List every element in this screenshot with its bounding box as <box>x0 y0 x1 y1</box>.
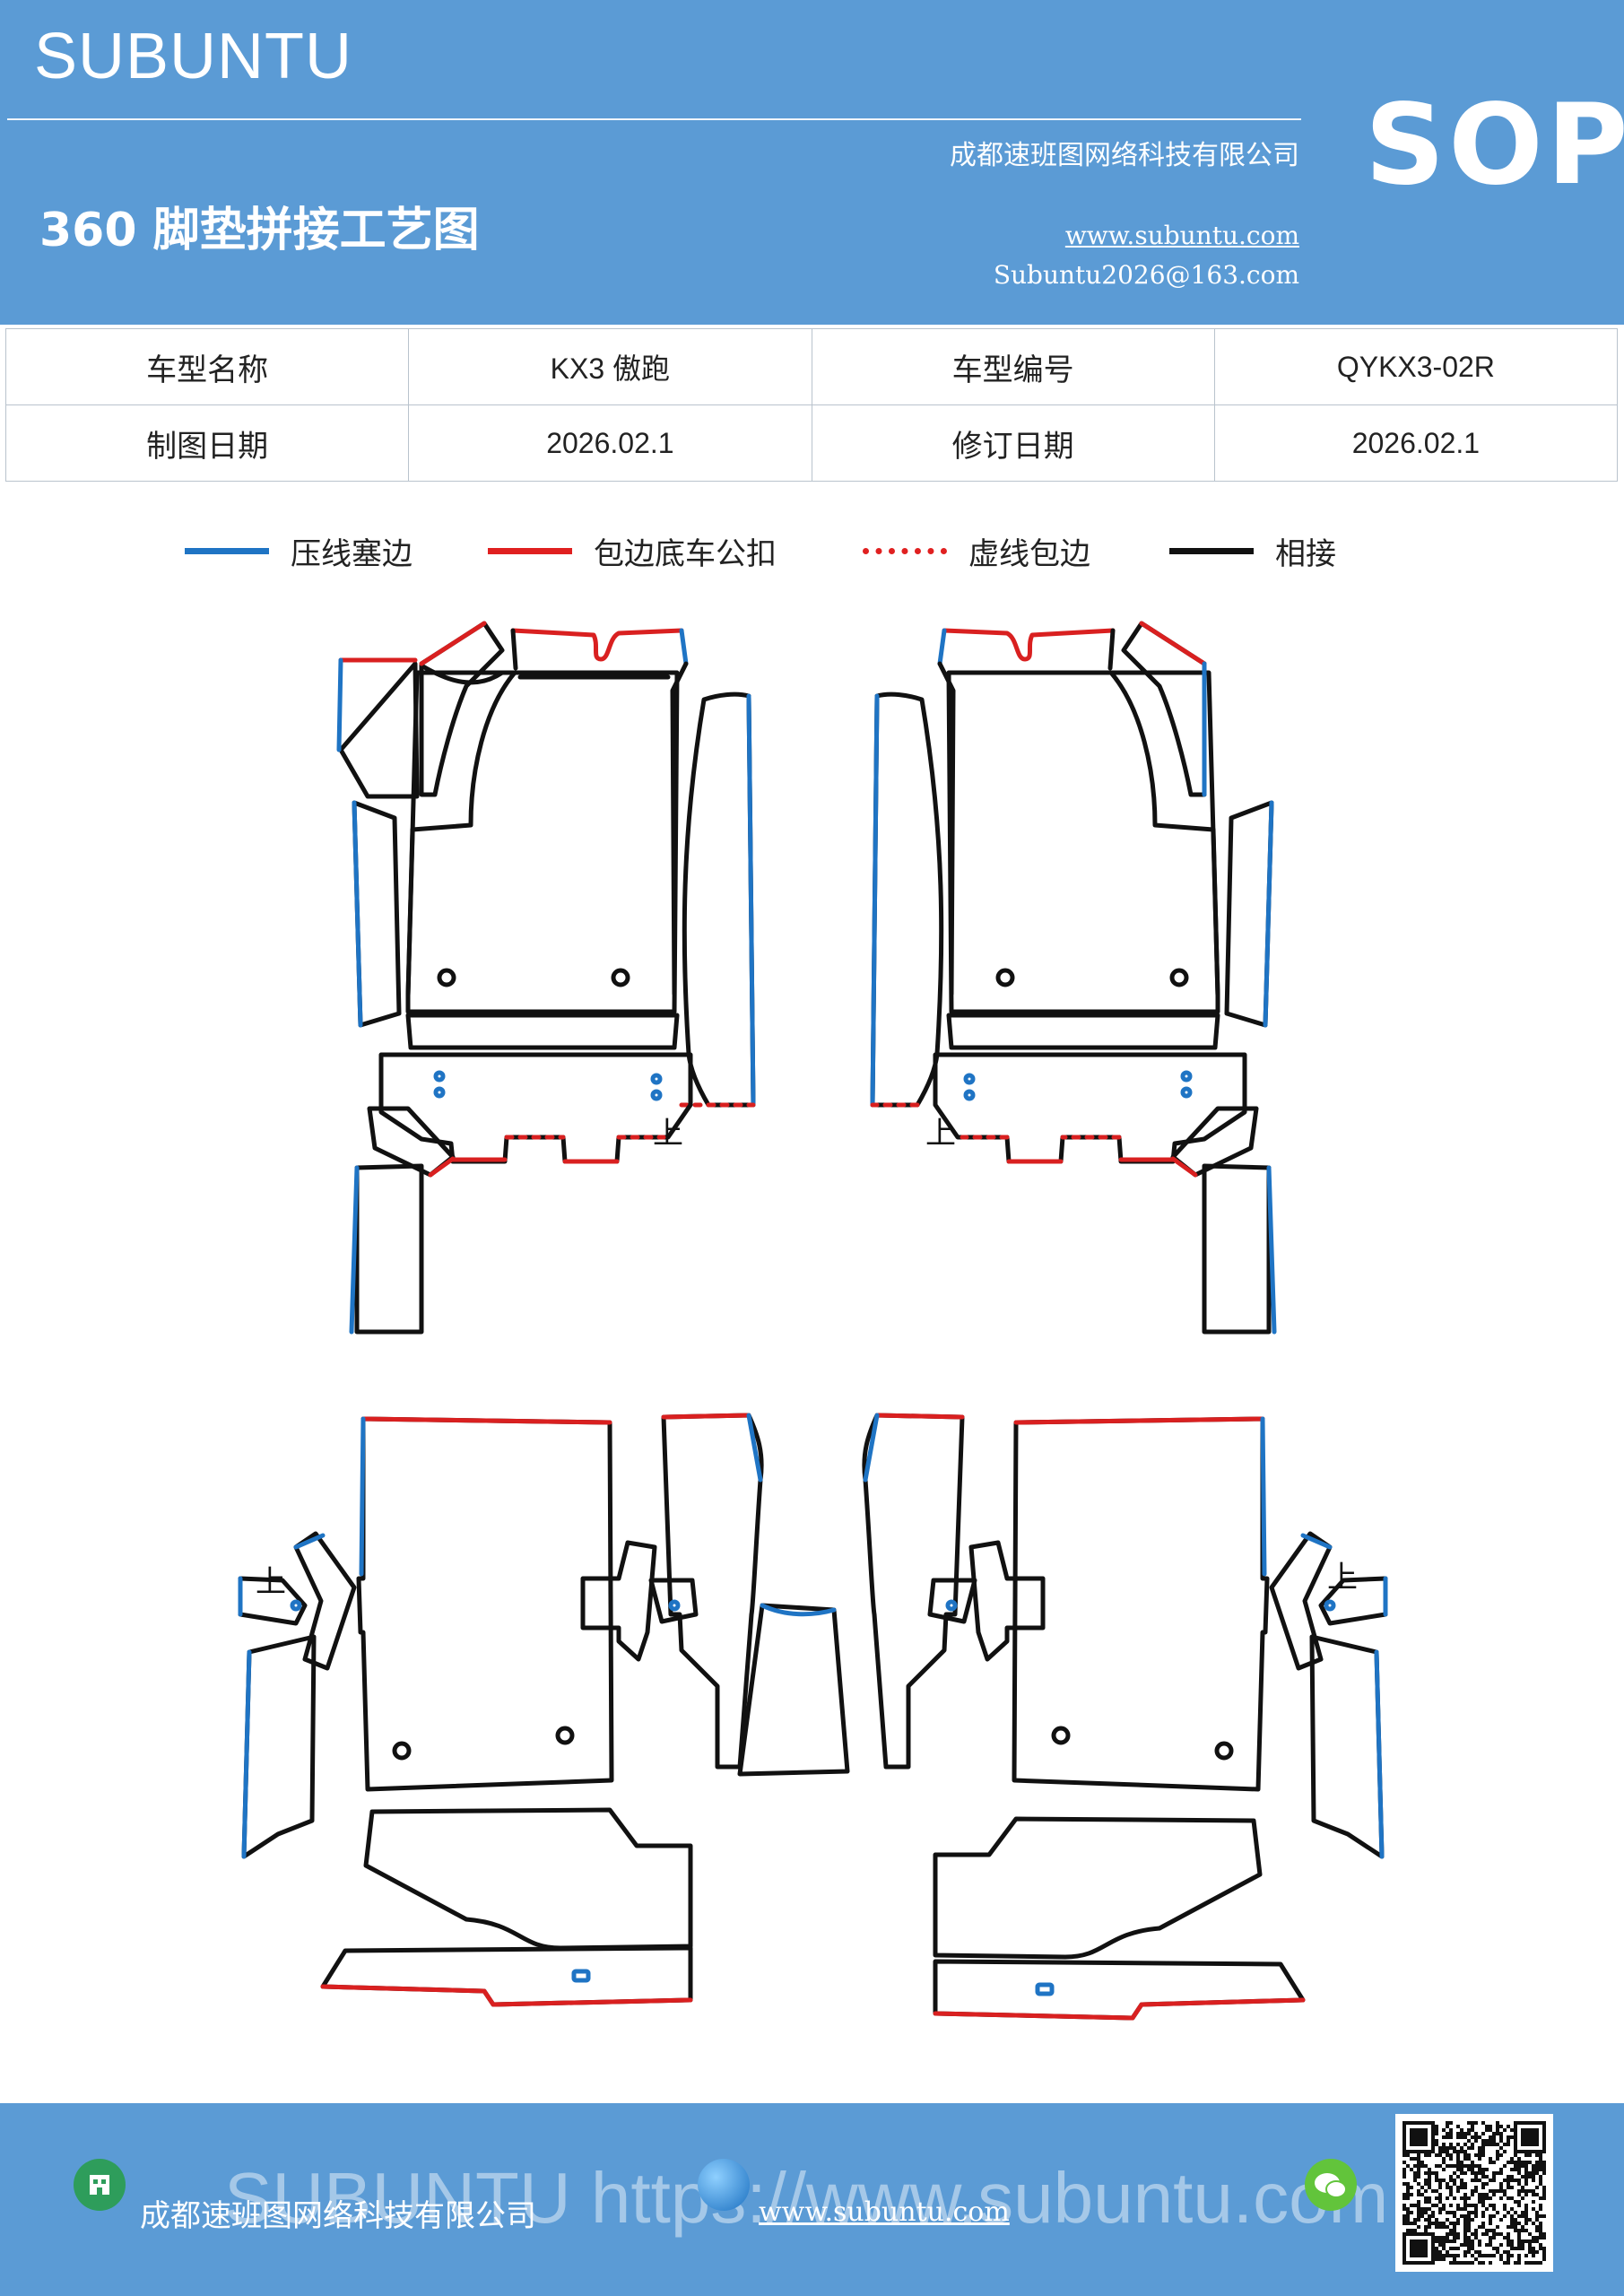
draw-date-value: 2026.02.1 <box>408 404 812 482</box>
up-mark: 上 <box>925 1116 956 1152</box>
up-mark: 上 <box>256 1564 286 1600</box>
legend-swatch <box>863 548 947 554</box>
document-title: 360 脚垫拼接工艺图 <box>39 204 480 257</box>
globe-icon <box>698 2159 750 2211</box>
rear-right-mat-group <box>862 1413 1388 2021</box>
footer-url[interactable]: www.subuntu.com <box>759 2196 1010 2228</box>
revision-date-label: 修订日期 <box>811 404 1215 482</box>
footer-watermark: SUBUNTU https://www.subuntu.com <box>224 2158 1389 2238</box>
legend-label: 虚线包边 <box>968 536 1090 572</box>
legend-label: 包边底车公扣 <box>594 536 777 572</box>
footer-banner: SUBUNTU https://www.subuntu.com 成都速班图网络科… <box>0 2103 1624 2296</box>
model-code-label: 车型编号 <box>811 328 1215 405</box>
legend-swatch <box>488 548 572 554</box>
legend-swatch <box>185 548 269 554</box>
legend-label: 压线塞边 <box>291 536 413 572</box>
legend-swatch <box>1169 548 1254 554</box>
model-name-label: 车型名称 <box>4 328 410 405</box>
brand-name: SUBUNTU <box>34 21 353 92</box>
legend-item-dashed-binding: 虚线包边 <box>863 529 1090 573</box>
legend-item-edge-binding: 包边底车公扣 <box>488 529 777 573</box>
up-mark: 上 <box>653 1116 683 1152</box>
legend-item-joint: 相接 <box>1169 529 1336 573</box>
model-code-value: QYKX3-02R <box>1213 328 1619 405</box>
wechat-icon <box>1305 2159 1357 2211</box>
footer-company: 成都速班图网络科技有限公司 <box>140 2198 536 2234</box>
rear-left-mat-group: 上 <box>238 1413 764 2007</box>
line-legend: 压线塞边 包边底车公扣 虚线包边 相接 <box>0 529 1624 572</box>
center-tunnel-mat <box>737 1603 850 1777</box>
sop-badge: SOP <box>1365 81 1624 210</box>
draw-date-label: 制图日期 <box>4 404 410 482</box>
front-right-mat-group <box>870 621 1277 1335</box>
up-mark: 上 <box>1327 1560 1358 1596</box>
header-banner: SUBUNTU 成都速班图网络科技有限公司 360 脚垫拼接工艺图 www.su… <box>0 0 1624 325</box>
legend-item-press-line: 压线塞边 <box>185 529 413 573</box>
table-row: 制图日期 2026.02.1 修订日期 2026.02.1 <box>4 404 1619 482</box>
building-icon <box>74 2159 126 2211</box>
center-tunnel-edge <box>760 1603 837 1617</box>
header-divider <box>7 118 1301 120</box>
front-left-mat-group: 上 <box>336 621 756 1335</box>
email-address: Subuntu2026@163.com <box>993 260 1299 290</box>
website-link[interactable]: www.subuntu.com <box>1064 221 1299 250</box>
qr-code <box>1395 2114 1553 2272</box>
revision-date-value: 2026.02.1 <box>1213 404 1619 482</box>
vehicle-info-table: 车型名称 KX3 傲跑 车型编号 QYKX3-02R 制图日期 2026.02.… <box>4 328 1619 482</box>
legend-label: 相接 <box>1275 536 1336 572</box>
company-name: 成都速班图网络科技有限公司 <box>950 140 1299 171</box>
model-name-value: KX3 傲跑 <box>408 328 812 405</box>
table-row: 车型名称 KX3 傲跑 车型编号 QYKX3-02R <box>4 328 1619 405</box>
floor-mat-diagram: .k{stroke:#111} .b{stroke:#1f74c4} .r{st… <box>238 621 1388 2021</box>
